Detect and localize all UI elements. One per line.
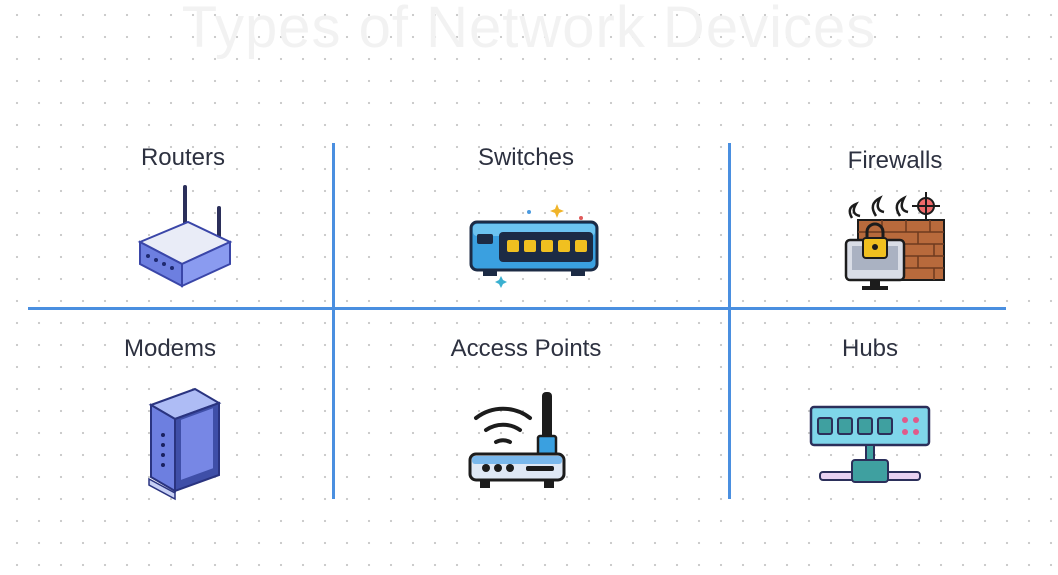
router-icon [137, 185, 233, 288]
access-point-icon [468, 392, 566, 488]
switches-label: Switches [477, 144, 575, 171]
modem-icon [148, 387, 222, 501]
vertical-divider-right [728, 143, 731, 499]
vertical-divider-left [332, 143, 335, 499]
hubs-label: Hubs [841, 335, 899, 362]
routers-label: Routers [140, 144, 226, 171]
hub-icon [809, 405, 931, 483]
switch-icon [469, 204, 599, 288]
page-title: Types of Network Devices [181, 0, 877, 60]
firewalls-label: Firewalls [847, 147, 943, 174]
horizontal-divider [28, 307, 1006, 310]
firewall-icon [844, 192, 945, 290]
access-points-label: Access Points [450, 335, 602, 362]
modems-label: Modems [123, 335, 217, 362]
